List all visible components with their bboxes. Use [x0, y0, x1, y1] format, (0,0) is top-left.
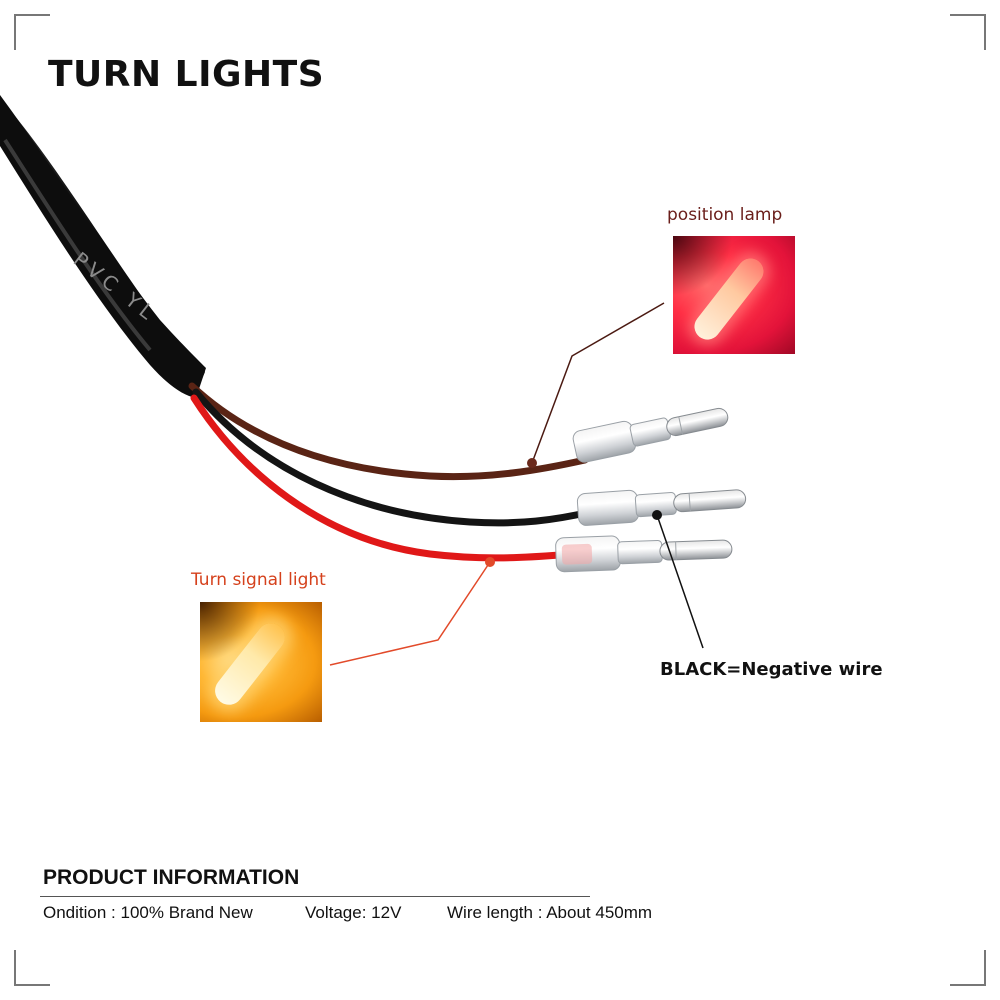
position-lamp-leader — [531, 302, 665, 464]
turn-signal-dot — [485, 557, 495, 567]
black-wire — [192, 388, 594, 527]
black-wire-leader — [656, 514, 704, 649]
red-wire-connector — [555, 535, 733, 573]
brown-wire — [188, 382, 589, 481]
red-wire — [190, 394, 564, 562]
corner-mark-top-right — [950, 14, 986, 50]
cable-highlight — [3, 138, 152, 352]
corner-mark-bottom-left — [14, 950, 50, 986]
page-title: TURN LIGHTS — [48, 54, 325, 95]
cable-sheath-body — [0, 95, 206, 398]
position-lamp-glow-icon — [673, 236, 795, 354]
corner-mark-bottom-right — [950, 950, 986, 986]
product-info-divider — [40, 896, 590, 897]
voltage-text: Voltage: 12V — [305, 903, 402, 922]
black-wire-connector — [576, 489, 747, 526]
turn-signal-leader — [329, 561, 491, 666]
black-wire-dot — [652, 510, 662, 520]
product-info-heading: PRODUCT INFORMATION — [43, 866, 300, 889]
turn-signal-label: Turn signal light — [191, 570, 326, 590]
corner-mark-top-left — [14, 14, 50, 50]
product-info-row: Ondition : 100% Brand New Voltage: 12V Wir… — [43, 903, 652, 923]
black-wire-label: BLACK=Negative wire — [660, 659, 883, 680]
brown-wire-connector — [572, 407, 729, 463]
turn-signal-glow-icon — [200, 602, 322, 722]
wire-length-text: Wire length : About 450mm — [447, 903, 653, 922]
position-lamp-dot — [527, 458, 537, 468]
condition-text: Ondition : 100% Brand New — [43, 903, 253, 922]
position-lamp-label: position lamp — [667, 205, 783, 225]
